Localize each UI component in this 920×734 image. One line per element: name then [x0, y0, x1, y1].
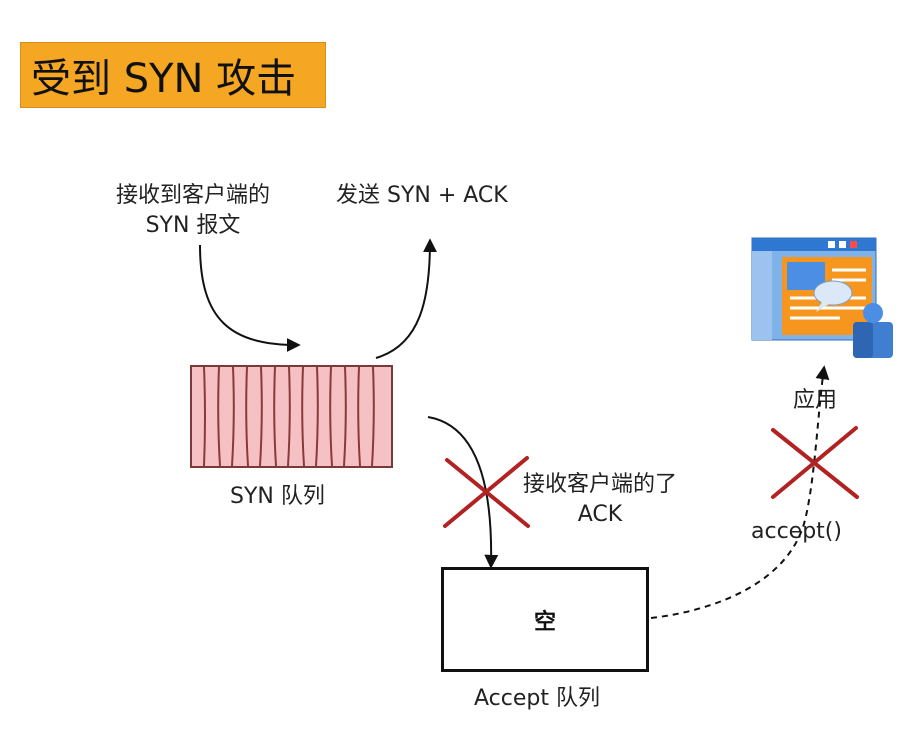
- label-receive-syn-line2: SYN 报文: [145, 213, 241, 238]
- label-receive-ack-line1: 接收客户端的了: [522, 472, 677, 497]
- diagram-title: 受到 SYN 攻击: [20, 42, 326, 108]
- label-accept-queue: Accept 队列: [474, 686, 600, 711]
- arrow-send-syn-ack: [375, 238, 437, 359]
- accept-queue-content: 空: [533, 609, 556, 635]
- label-receive-ack: 接收客户端的了 ACK: [512, 470, 688, 530]
- syn-queue-box: [190, 365, 393, 468]
- arrow-syn-to-accept: [427, 416, 499, 569]
- label-receive-syn-line1: 接收到客户端的: [115, 183, 270, 208]
- cross-receive-ack: [443, 456, 530, 528]
- cross-app: [771, 426, 859, 499]
- label-app: 应用: [793, 388, 838, 413]
- arrow-receive-syn: [199, 244, 301, 352]
- syn-queue-stripes: [203, 366, 375, 467]
- label-send-syn-ack: 发送 SYN + ACK: [336, 183, 508, 208]
- label-accept-call: accept(): [751, 519, 842, 544]
- application-window-user-icon: [751, 237, 893, 358]
- label-syn-queue: SYN 队列: [230, 484, 325, 509]
- diagram-title-text: 受到 SYN 攻击: [31, 56, 297, 102]
- label-receive-syn: 接收到客户端的 SYN 报文: [96, 181, 290, 241]
- dashed-accept-call: [650, 365, 830, 619]
- accept-queue-box: 空: [441, 567, 649, 672]
- label-receive-ack-line2: ACK: [577, 502, 623, 527]
